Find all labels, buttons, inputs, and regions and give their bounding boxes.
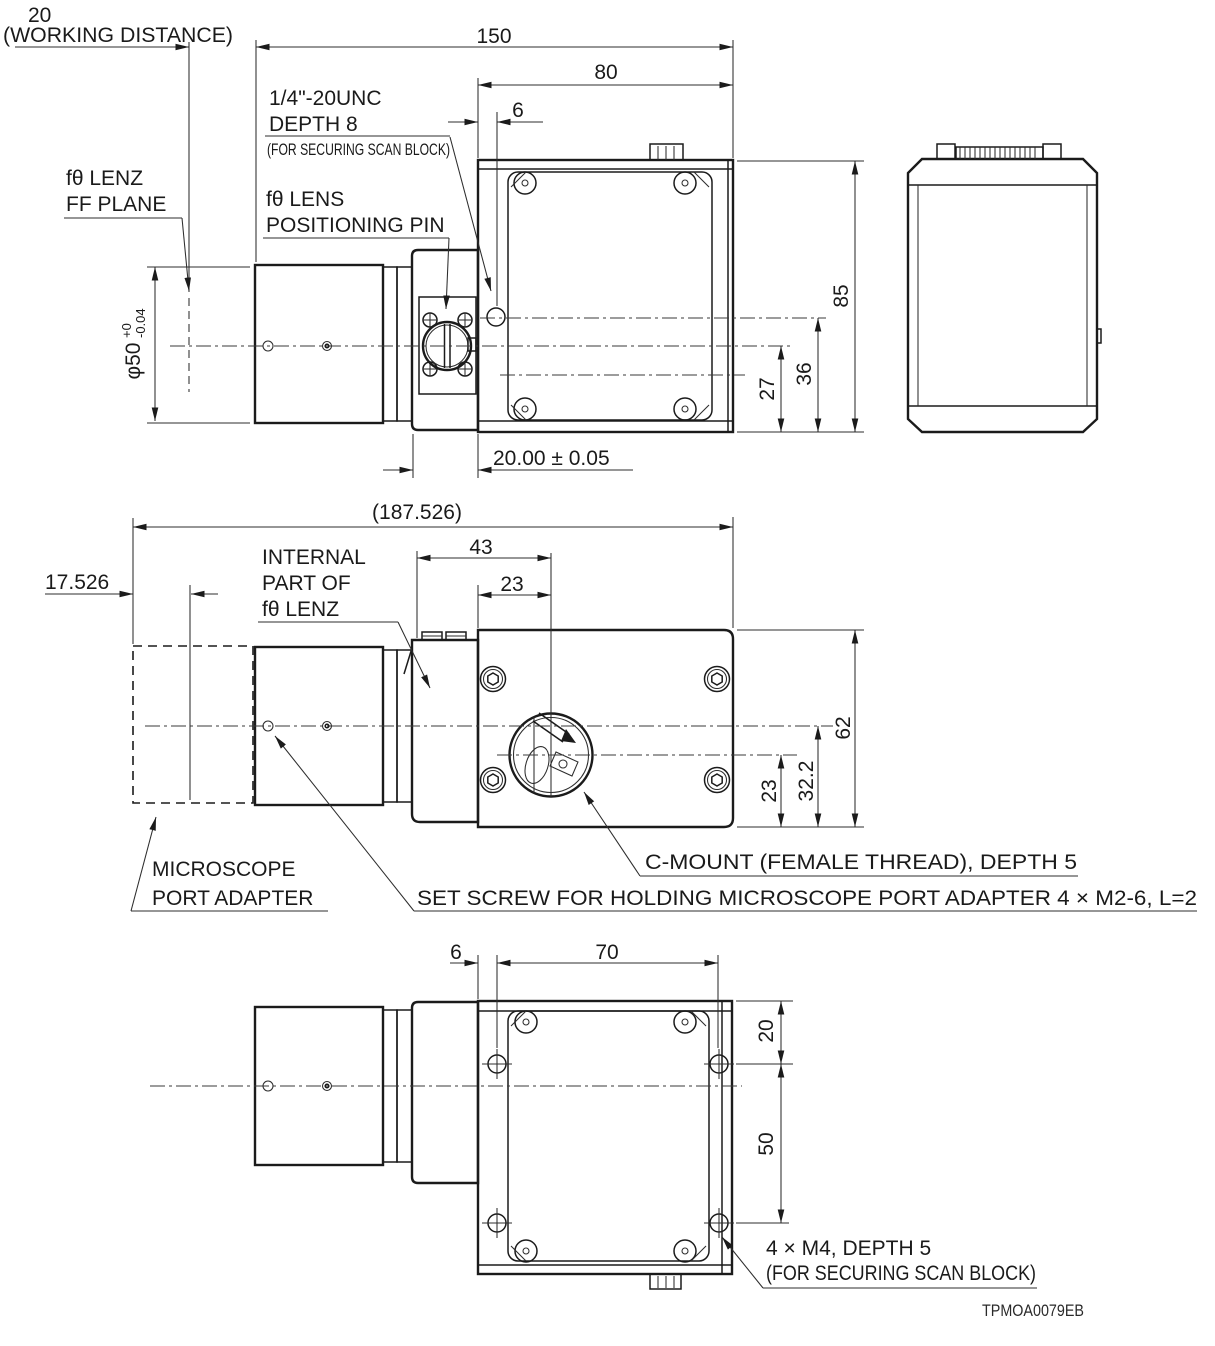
m4-note-1: 4 × M4, DEPTH 5 xyxy=(766,1237,931,1260)
quarter-20unc-hole xyxy=(486,307,506,327)
internal-note-leader xyxy=(397,621,431,689)
bottom-connector xyxy=(649,1273,682,1290)
working-distance-value: 20 xyxy=(28,4,51,27)
set-screw-leader xyxy=(274,735,415,912)
cover-screw xyxy=(514,1010,538,1034)
m4-note-2: (FOR SECURING SCAN BLOCK) xyxy=(766,1262,1036,1285)
bottom-view: 6 70 20 50 4 × M4, DEPTH 5 (FOR SECURING… xyxy=(150,941,1037,1290)
clamp-screw xyxy=(457,361,473,377)
positioning-pin-label-1: fθ LENS xyxy=(266,188,344,211)
dim-27-label: 27 xyxy=(756,377,779,400)
dim-20-tol-label: 20.00 ± 0.05 xyxy=(493,447,610,470)
connector-end-block xyxy=(936,143,956,160)
dim-32-2-label: 32.2 xyxy=(795,761,818,802)
internal-note-3: fθ LENZ xyxy=(262,598,339,621)
positioning-pin-label-2: POSITIONING PIN xyxy=(266,214,445,237)
dim-43-label: 43 xyxy=(469,536,492,559)
scan-block-body xyxy=(476,158,735,434)
clamp-notch xyxy=(467,337,477,352)
dia50-tol-upper: +0 xyxy=(119,323,134,338)
dia50-label: φ50 xyxy=(122,343,145,380)
dim-6-bottom-label: 6 xyxy=(450,941,462,964)
cmount-internal-parts xyxy=(524,712,579,793)
set-screw-note: SET SCREW FOR HOLDING MICROSCOPE PORT AD… xyxy=(417,887,1197,910)
dim-62-label: 62 xyxy=(832,716,855,739)
body-cover-panel xyxy=(507,1010,710,1262)
top-view: 20 (WORKING DISTANCE) 150 80 6 1/4"-20UN… xyxy=(3,4,864,478)
lens-barrel xyxy=(253,263,385,425)
dim-23-top-label: 23 xyxy=(500,573,523,596)
ff-plane-leader xyxy=(181,217,191,292)
dim-overall-label: (187.526) xyxy=(372,501,462,524)
hex-socket-screw xyxy=(479,766,507,794)
connector-end-block xyxy=(1042,143,1062,160)
side-view xyxy=(906,143,1102,434)
scan-block-body xyxy=(476,999,734,1276)
cover-screw xyxy=(673,171,697,195)
scan-block-body xyxy=(476,628,735,829)
dim-6-label: 6 xyxy=(512,99,524,122)
thread-note-line1: 1/4"-20UNC xyxy=(269,87,382,110)
cover-screw xyxy=(514,1239,538,1263)
barrel-ring-1 xyxy=(382,266,398,422)
microscope-port-adapter-outline xyxy=(132,645,254,804)
lens-clamp-block xyxy=(410,248,480,432)
cover-screw xyxy=(513,397,537,421)
m4-note-leader xyxy=(721,1236,764,1289)
hex-socket-screw xyxy=(703,665,731,693)
body-cover-panel xyxy=(507,171,713,421)
cmount-leader xyxy=(583,791,641,877)
dim-70-label: 70 xyxy=(595,941,618,964)
barrel-ring-2 xyxy=(396,266,413,422)
ff-plane-label-2: FF PLANE xyxy=(66,193,166,216)
cover-screw xyxy=(673,397,697,421)
middle-view: (187.526) 17.526 43 23 INTERNAL PART OF … xyxy=(45,501,1197,912)
internal-note-2: PART OF xyxy=(262,572,351,595)
internal-note-1: INTERNAL xyxy=(262,546,366,569)
cmount-note: C-MOUNT (FEMALE THREAD), DEPTH 5 xyxy=(645,851,1077,874)
dim-36-label: 36 xyxy=(793,362,816,385)
lens-clamp-block xyxy=(410,638,480,824)
dim-50-bottom-label: 50 xyxy=(755,1132,778,1155)
thread-note-line2: DEPTH 8 xyxy=(269,113,358,136)
drawing-code: TPMOA0079EB xyxy=(982,1301,1084,1320)
cover-screw xyxy=(673,1010,697,1034)
dim-85-label: 85 xyxy=(830,284,853,307)
ff-plane-label-1: fθ LENZ xyxy=(66,167,143,190)
dia50-tol-lower: -0.04 xyxy=(133,308,148,338)
connector-pins xyxy=(959,147,1036,159)
adapter-leader xyxy=(130,816,157,912)
side-notch xyxy=(1097,328,1102,344)
dim-23-right-label: 23 xyxy=(758,779,781,802)
thread-note-line3: (FOR SECURING SCAN BLOCK) xyxy=(267,140,450,159)
hex-socket-screw xyxy=(479,665,507,693)
positioning-pin-leader xyxy=(443,237,450,310)
adapter-note-1: MICROSCOPE xyxy=(152,858,296,881)
adapter-note-2: PORT ADAPTER xyxy=(152,887,313,910)
dia50-label-group: φ50 +0 -0.04 xyxy=(119,308,148,379)
dim-150-label: 150 xyxy=(476,25,511,48)
dim-20-bottom-label: 20 xyxy=(755,1019,778,1042)
working-distance-caption: (WORKING DISTANCE) xyxy=(3,24,233,47)
dim-17-526-label: 17.526 xyxy=(45,571,109,594)
dim-80-label: 80 xyxy=(594,61,617,84)
lens-clamp-block xyxy=(410,1000,480,1185)
hex-socket-screw xyxy=(703,766,731,794)
thread-note-leader xyxy=(449,136,492,292)
side-view-body xyxy=(906,157,1099,434)
cover-screw xyxy=(513,171,537,195)
